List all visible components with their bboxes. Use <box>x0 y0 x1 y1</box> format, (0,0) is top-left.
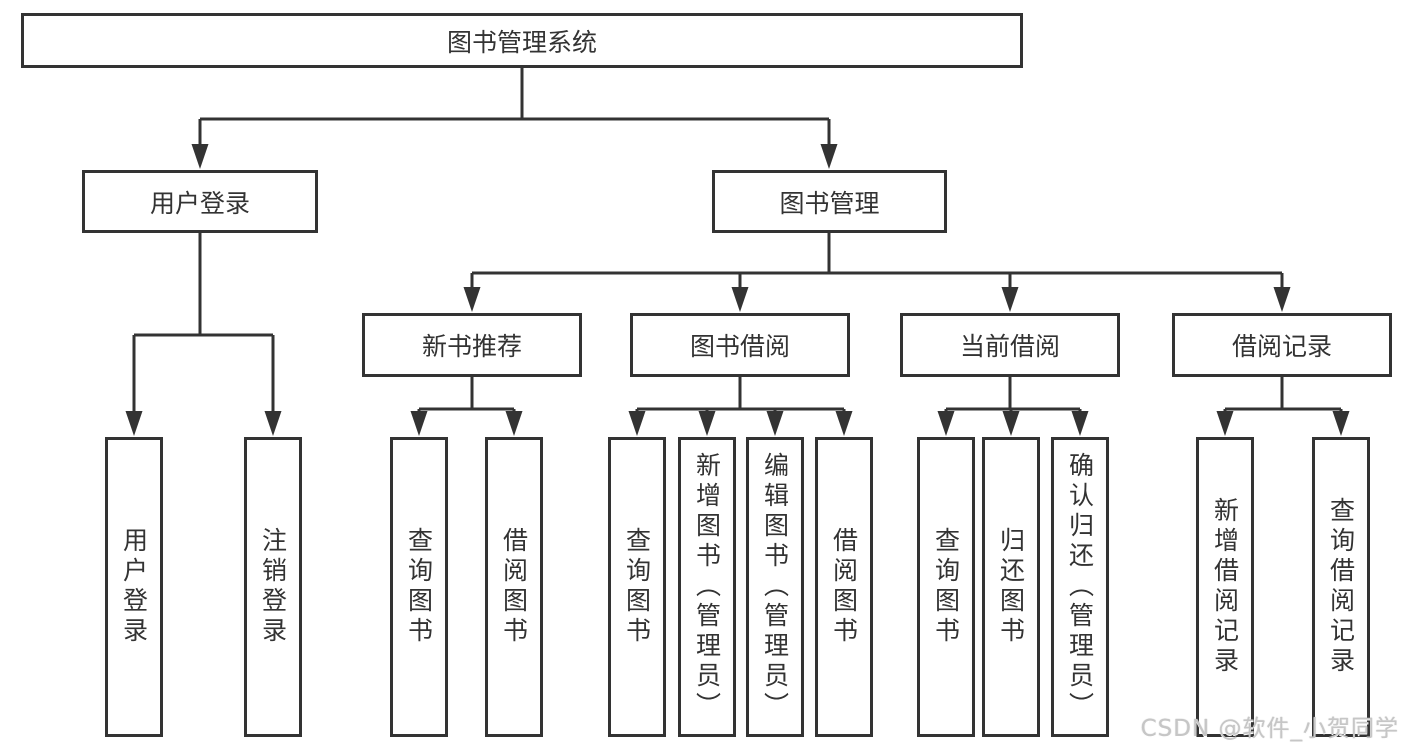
node-library-system-label: 图书管理系统 <box>446 27 597 57</box>
arrow-down-icon <box>1002 411 1020 436</box>
arrow-down-icon <box>125 411 143 436</box>
arrow-down-icon <box>410 411 428 436</box>
node-book-borrowing-label: 图书借阅 <box>689 332 790 361</box>
arrow-down-icon <box>1216 411 1234 436</box>
node-borrow-add-books-admin-label: 新增图书（管理员） <box>692 452 722 722</box>
node-borrowing-records: 借阅记录 <box>1172 313 1392 377</box>
node-records-add-record: 新增借阅记录 <box>1196 437 1254 737</box>
arrow-down-icon <box>1071 411 1089 436</box>
node-user-login-label: 用户登录 <box>149 188 250 218</box>
arrow-down-icon <box>1001 287 1019 312</box>
node-records-add-record-label: 新增借阅记录 <box>1210 497 1240 677</box>
node-newrec-query-books: 查询图书 <box>390 437 448 737</box>
node-current-return-books-label: 归还图书 <box>996 527 1026 647</box>
node-current-confirm-return-admin-label: 确认归还（管理员） <box>1065 452 1095 722</box>
node-borrow-edit-books-admin-label: 编辑图书（管理员） <box>760 452 790 722</box>
node-current-confirm-return-admin: 确认归还（管理员） <box>1051 437 1109 737</box>
node-logout-label: 注销登录 <box>258 527 288 647</box>
node-records-query-record-label: 查询借阅记录 <box>1326 497 1356 677</box>
node-book-management: 图书管理 <box>712 170 947 233</box>
node-book-borrowing: 图书借阅 <box>630 313 850 377</box>
node-current-return-books: 归还图书 <box>982 437 1040 737</box>
node-borrow-borrow-books-label: 借阅图书 <box>829 527 859 647</box>
arrow-down-icon <box>628 411 646 436</box>
node-borrowing-records-label: 借阅记录 <box>1231 332 1332 361</box>
node-newrec-borrow-books: 借阅图书 <box>485 437 543 737</box>
arrow-down-icon <box>731 287 749 312</box>
arrow-down-icon <box>463 287 481 312</box>
arrow-down-icon <box>191 144 209 169</box>
watermark: CSDN @软件_小贺同学 <box>1140 716 1399 742</box>
arrow-down-icon <box>264 411 282 436</box>
node-new-book-recommendation: 新书推荐 <box>362 313 582 377</box>
arrowheads <box>125 144 1350 436</box>
node-current-query-books: 查询图书 <box>917 437 975 737</box>
node-borrow-query-books-label: 查询图书 <box>622 527 652 647</box>
node-newrec-borrow-books-label: 借阅图书 <box>499 527 529 647</box>
node-current-borrowing: 当前借阅 <box>900 313 1120 377</box>
node-current-borrowing-label: 当前借阅 <box>959 332 1060 361</box>
node-borrow-query-books: 查询图书 <box>608 437 666 737</box>
arrow-down-icon <box>835 411 853 436</box>
arrow-down-icon <box>937 411 955 436</box>
node-book-management-label: 图书管理 <box>779 188 880 218</box>
node-borrow-add-books-admin: 新增图书（管理员） <box>678 437 736 737</box>
arrow-down-icon <box>766 411 784 436</box>
node-new-book-recommendation-label: 新书推荐 <box>421 332 522 361</box>
node-logout: 注销登录 <box>244 437 302 737</box>
node-borrow-borrow-books: 借阅图书 <box>815 437 873 737</box>
arrow-down-icon <box>1332 411 1350 436</box>
arrow-down-icon <box>1273 287 1291 312</box>
node-borrow-edit-books-admin: 编辑图书（管理员） <box>746 437 804 737</box>
node-records-query-record: 查询借阅记录 <box>1312 437 1370 737</box>
node-user-login: 用户登录 <box>82 170 318 233</box>
arrow-down-icon <box>820 144 838 169</box>
arrow-down-icon <box>698 411 716 436</box>
arrow-down-icon <box>505 411 523 436</box>
node-login: 用户登录 <box>105 437 163 737</box>
node-library-system: 图书管理系统 <box>21 13 1023 68</box>
node-current-query-books-label: 查询图书 <box>931 527 961 647</box>
node-login-label: 用户登录 <box>119 527 149 647</box>
node-newrec-query-books-label: 查询图书 <box>404 527 434 647</box>
